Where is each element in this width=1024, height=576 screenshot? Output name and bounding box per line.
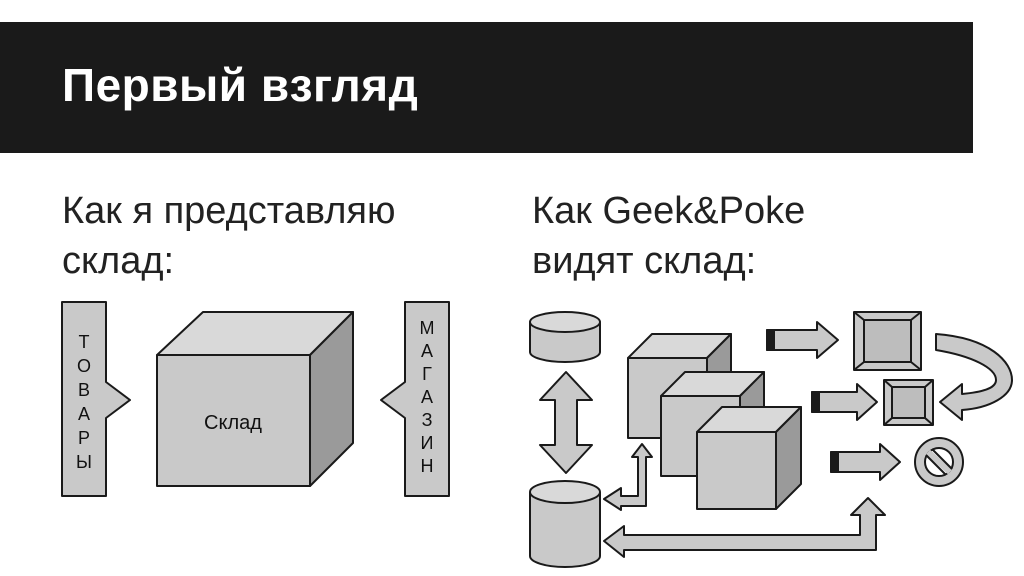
goods-letter: О — [77, 356, 91, 376]
package-small-icon — [883, 379, 934, 426]
right-diagram — [529, 311, 1013, 568]
shop-letter: Г — [422, 364, 432, 384]
left-heading: Как я представляю склад: — [62, 186, 395, 286]
flow-arrow-1 — [766, 321, 839, 359]
shop-label: М А Г А З И Н — [420, 318, 435, 476]
database-top-icon — [529, 311, 601, 363]
connector-arrow-long — [603, 497, 886, 558]
right-heading-line-2: видят склад: — [532, 240, 757, 282]
shop-arrow — [380, 301, 450, 497]
curved-arrow-icon — [935, 333, 1013, 421]
connector-arrow-small — [603, 443, 653, 511]
right-heading-line-1: Как Geek&Poke — [532, 190, 806, 232]
package-big-icon — [853, 311, 922, 371]
slide-title: Первый взгляд — [62, 59, 419, 111]
goods-letter: Ы — [76, 452, 92, 472]
flow-arrow-2 — [811, 383, 878, 421]
shop-letter: Н — [421, 456, 434, 476]
double-arrow-icon — [539, 371, 593, 474]
goods-label: Т О В А Р Ы — [76, 332, 92, 472]
shop-letter: З — [422, 410, 433, 430]
cube-3 — [696, 406, 802, 510]
goods-letter: Т — [79, 332, 90, 352]
prohibited-icon — [914, 437, 964, 487]
goods-letter: В — [78, 380, 90, 400]
left-diagram: Т О В А Р Ы Склад М А Г А З — [61, 301, 450, 497]
goods-letter: Р — [78, 428, 90, 448]
flow-arrow-3 — [830, 443, 901, 481]
shop-letter: И — [421, 433, 434, 453]
right-heading: Как Geek&Poke видят склад: — [532, 186, 805, 286]
warehouse-label: Склад — [204, 412, 262, 434]
goods-letter: А — [78, 404, 90, 424]
title-bar: Первый взгляд — [0, 22, 973, 153]
shop-letter: М — [420, 318, 435, 338]
shop-letter: А — [421, 387, 433, 407]
goods-arrow — [61, 301, 131, 497]
database-bottom-icon — [529, 480, 601, 568]
shop-letter: А — [421, 341, 433, 361]
left-heading-line-2: склад: — [62, 240, 175, 282]
warehouse-cube — [156, 311, 354, 487]
left-heading-line-1: Как я представляю — [62, 190, 396, 232]
